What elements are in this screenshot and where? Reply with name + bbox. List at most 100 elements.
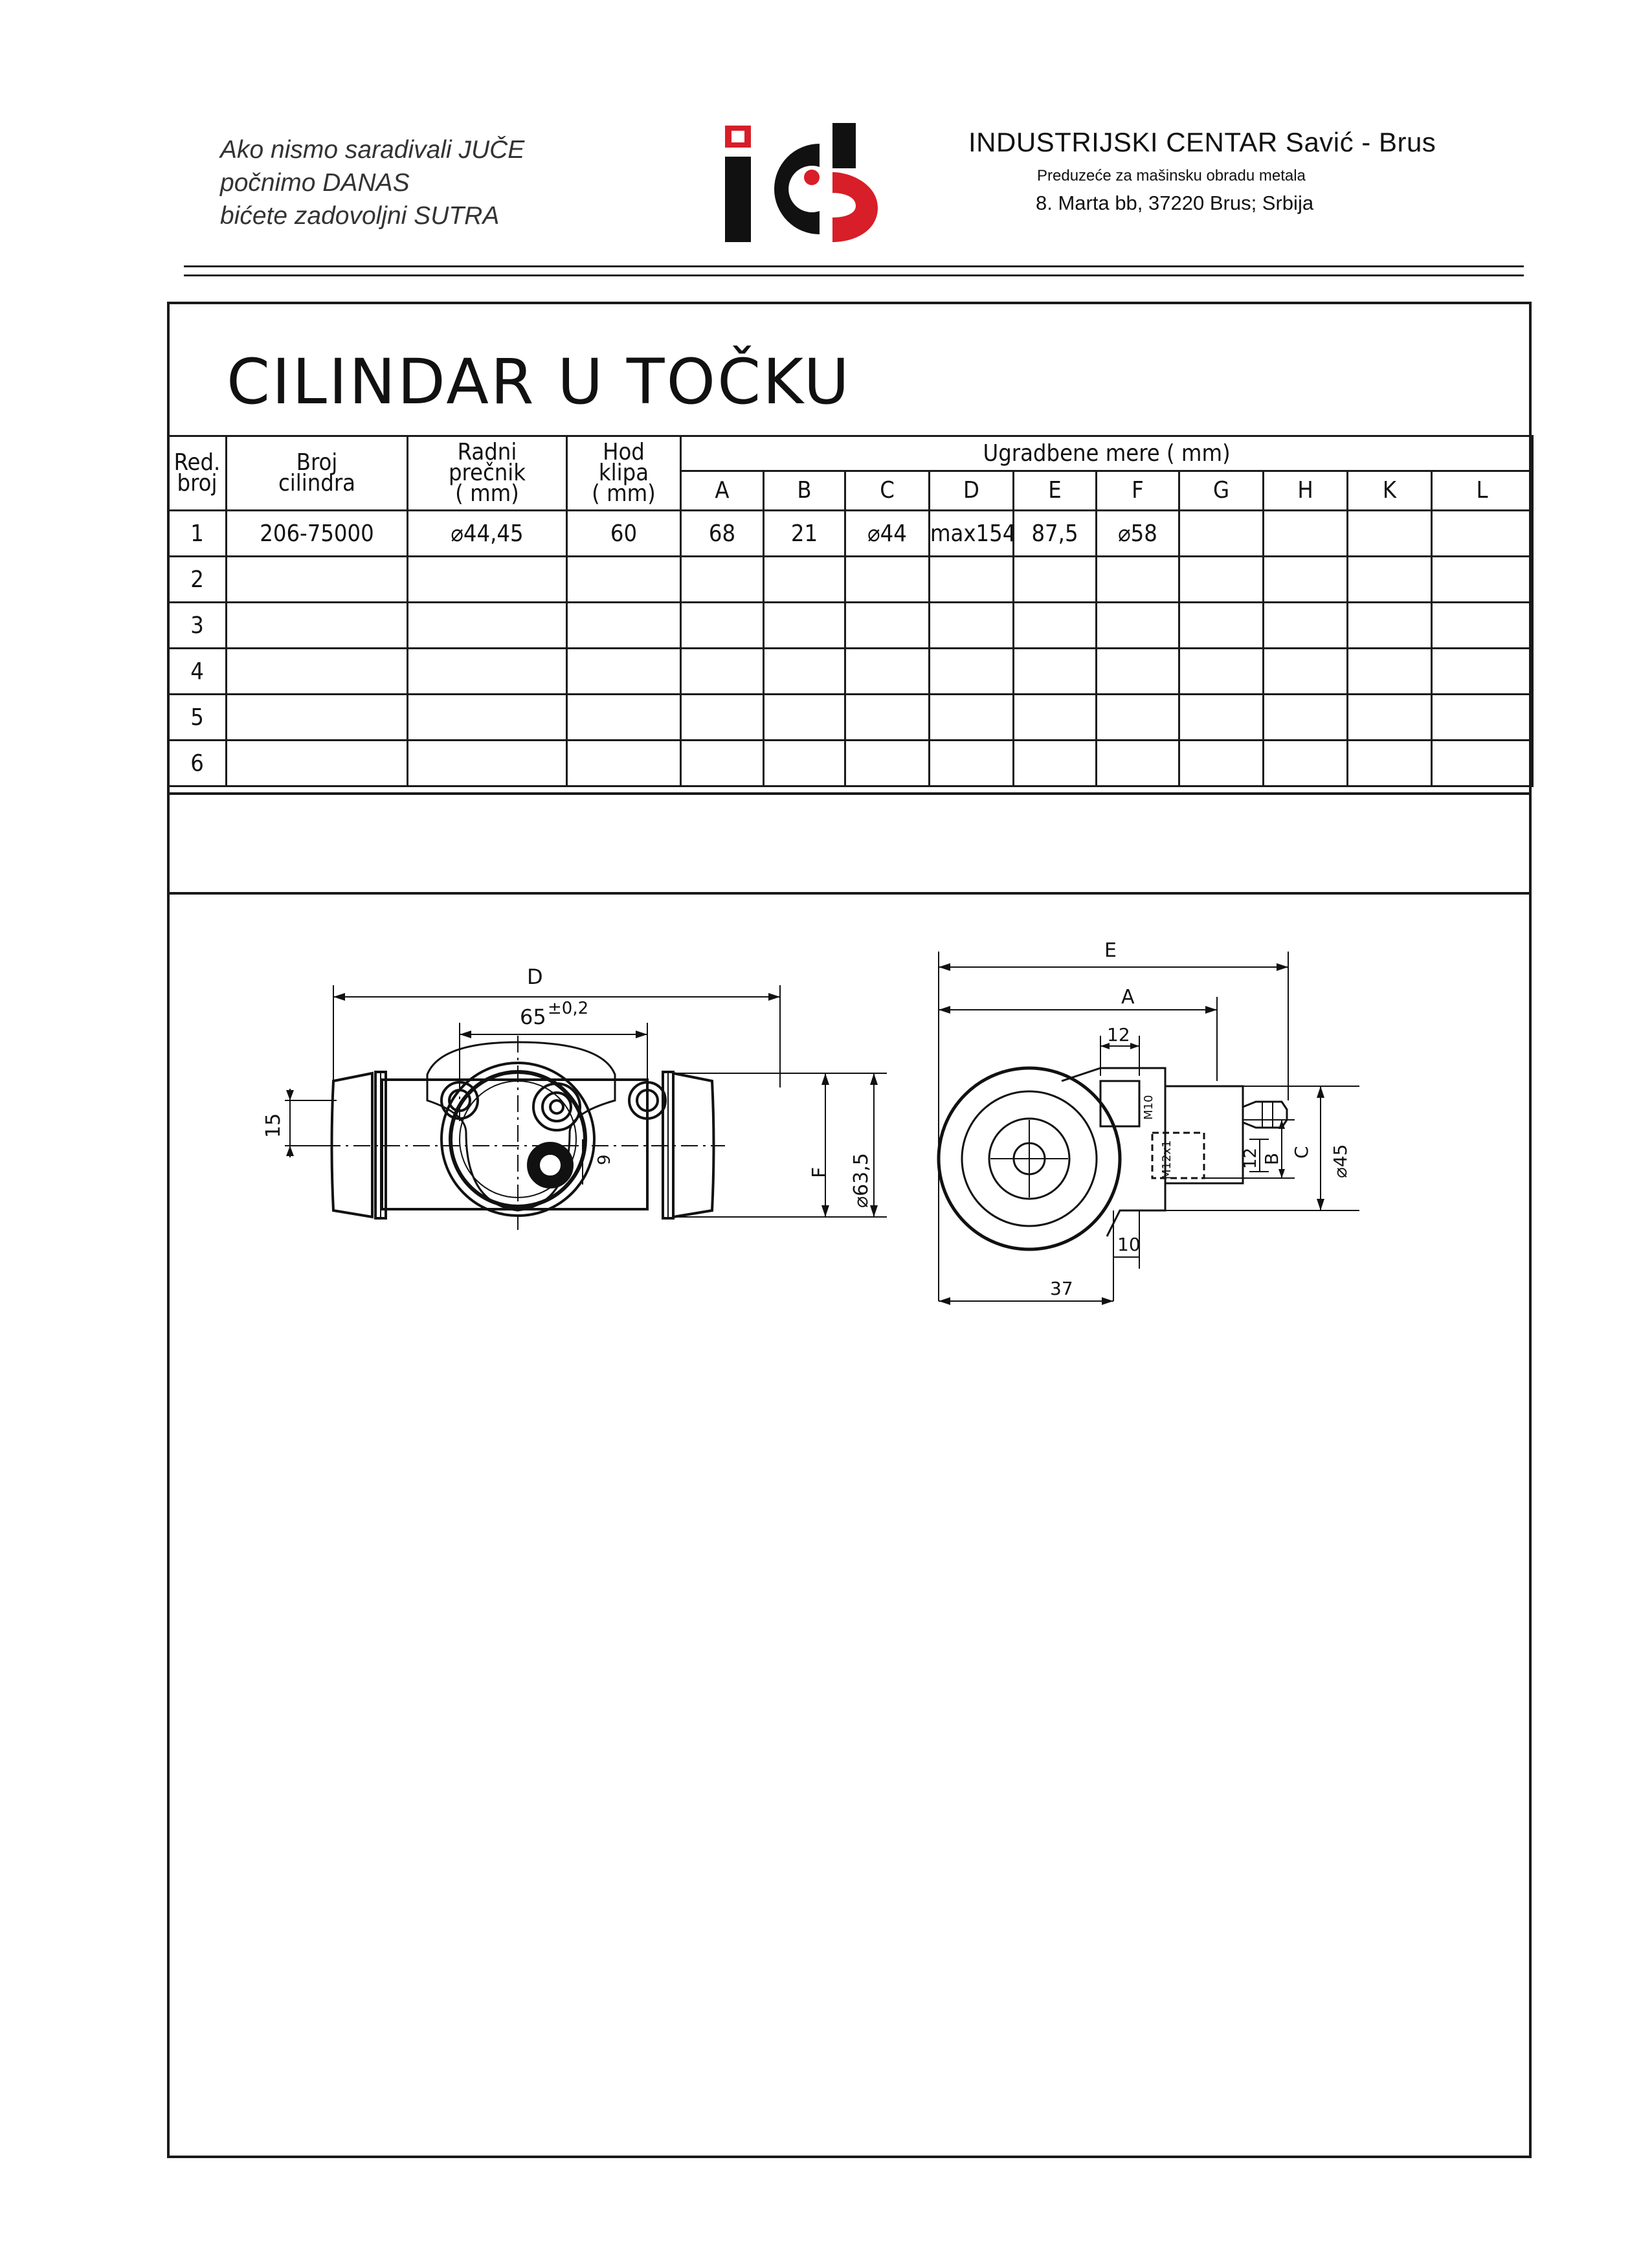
mounting-dimension [1346,555,1433,603]
working-diameter [407,693,568,741]
cylinder-number [225,693,408,741]
piston-stroke [566,601,682,649]
header-letter-l: L [1430,470,1534,511]
mounting-dimension: ⌀58 [1095,509,1180,557]
mounting-dimension [1430,509,1534,557]
cylinder-number [225,647,408,695]
mounting-dimension [1430,693,1534,741]
form-separator-2 [167,892,1532,895]
mounting-dimension [1178,509,1264,557]
slogan-line-2: počnimo DANAS [220,169,410,197]
mounting-dimension [928,601,1014,649]
mounting-dimension [1178,739,1264,787]
mounting-dimension [763,601,846,649]
side-view: D 65 ±0,2 15 9 F ⌀63,5 [262,964,887,1230]
technical-drawing: D 65 ±0,2 15 9 F ⌀63,5 [262,939,1359,1305]
header-radni-precnik-line3: ( mm) [455,480,519,507]
mounting-dimension [844,647,930,695]
mounting-dimension [1430,739,1534,787]
dim-15-label: 15 [262,1113,285,1138]
mounting-dimension [1430,647,1534,695]
cylinder-number [225,601,408,649]
mounting-dimension: 21 [763,509,846,557]
table-row: 5 [167,693,1534,741]
table-row: 2 [167,555,1534,603]
mounting-dimension [844,693,930,741]
document-title: CILINDAR U TOČKU [227,346,851,418]
company-name: INDUSTRIJSKI CENTAR Savić - Brus [968,127,1436,157]
dim-45-label: ⌀45 [1330,1144,1351,1179]
cylinder-number [225,739,408,787]
header-letter-g: G [1178,470,1264,511]
dim-f-label: F [809,1167,831,1178]
piston-stroke [566,693,682,741]
form-separator-1 [167,792,1532,795]
form-frame [167,302,1532,2158]
mounting-dimension [1178,647,1264,695]
dim-d-label: D [527,964,543,989]
mounting-dimension [680,555,765,603]
piston-stroke [566,555,682,603]
header-letter-h: H [1262,470,1348,511]
row-number: 3 [167,601,227,649]
header-letter-f: F [1095,470,1180,511]
mounting-dimension: max154 [928,509,1014,557]
mounting-dimension [763,739,846,787]
header-ugradbene-mere: Ugradbene mere ( mm) [679,435,1534,472]
mounting-dimension [1262,555,1348,603]
company-subtitle: Preduzeće za mašinsku obradu metala [1037,167,1306,184]
slogan: Ako nismo saradivali JUČE počnimo DANAS … [220,133,583,232]
dim-63-label: ⌀63,5 [850,1153,873,1208]
mounting-dimension: 87,5 [1012,509,1097,557]
slogan-line-3: bićete zadovoljni SUTRA [220,202,500,230]
dim-a-label: A [1121,986,1135,1009]
mounting-dimension [1012,601,1097,649]
mounting-dimension [1262,693,1348,741]
header-hod-klipa-line1: Hod [603,439,645,465]
mounting-dimension [1095,739,1180,787]
row-number: 2 [167,555,227,603]
header-letter-d: D [928,470,1014,511]
row-number: 5 [167,693,227,741]
row-number: 4 [167,647,227,695]
mounting-dimension [928,555,1014,603]
cylinder-number: 206-75000 [225,509,408,557]
mounting-dimension [1430,601,1534,649]
working-diameter: ⌀44,45 [407,509,568,557]
dim-12-top-label: 12 [1107,1024,1130,1045]
header-radni-precnik-line2: prečnik [448,460,526,486]
mounting-dimension [680,601,765,649]
mounting-dimension [1262,601,1348,649]
dim-c-label: C [1291,1146,1312,1159]
mounting-dimension [1262,647,1348,695]
header-red-broj-line1: Red. [173,449,221,476]
mounting-dimension [844,555,930,603]
working-diameter [407,647,568,695]
slogan-line-1: Ako nismo saradivali JUČE [220,136,525,164]
mounting-dimension [1012,693,1097,741]
dim-10-label: 10 [1117,1234,1141,1255]
mounting-dimension [1095,647,1180,695]
header-letter-e: E [1012,470,1097,511]
row-number: 6 [167,739,227,787]
mounting-dimension [1262,739,1348,787]
mounting-dimension [1346,693,1433,741]
company-info: INDUSTRIJSKI CENTAR Savić - Brus Preduze… [968,127,1436,215]
dim-e-label: E [1104,939,1117,962]
dim-b-label: B [1261,1153,1282,1165]
mounting-dimension [1346,739,1433,787]
mounting-dimension [763,647,846,695]
mounting-dimension [928,739,1014,787]
mounting-dimension: ⌀44 [844,509,930,557]
mounting-dimension [763,693,846,741]
header-broj-cilindra-line2: cilindra [278,470,356,496]
thread-m10-label: M10 [1142,1095,1155,1120]
header-radni-precnik: Radni prečnik ( mm) [407,435,568,511]
ics-logo [725,123,878,242]
mounting-dimension [1178,601,1264,649]
header-hod-klipa-line3: ( mm) [592,480,656,507]
company-address: 8. Marta bb, 37220 Brus; Srbija [1036,192,1314,214]
mounting-dimension [1178,555,1264,603]
dim-65-tolerance: ±0,2 [548,999,588,1018]
